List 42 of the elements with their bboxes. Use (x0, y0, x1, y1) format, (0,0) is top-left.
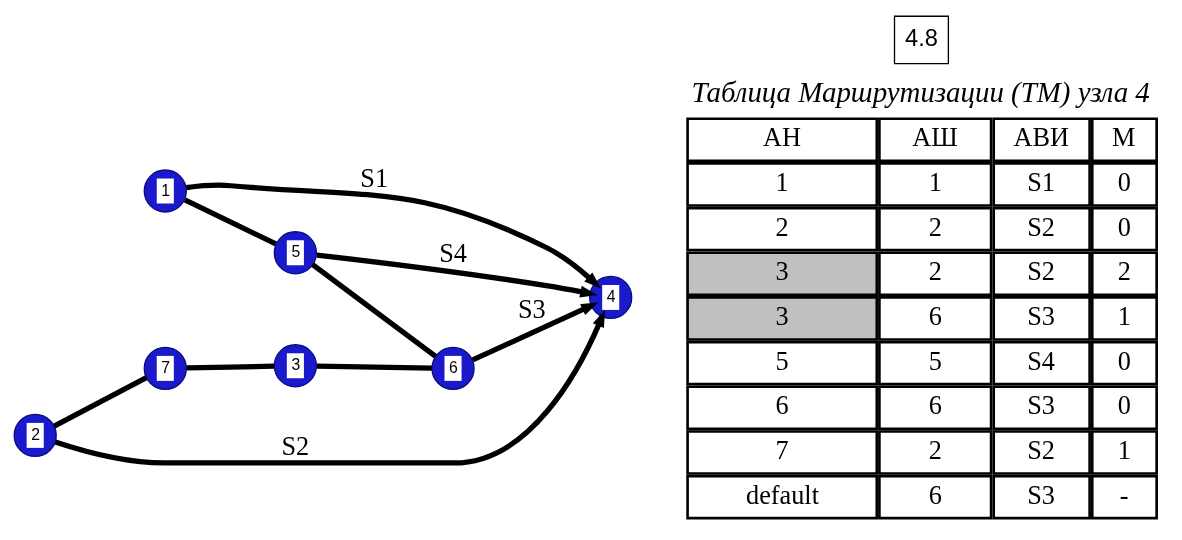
label: S2 (1027, 212, 1055, 242)
label: S2 (1027, 435, 1055, 465)
label: 5 (775, 346, 789, 376)
edge-label: S2 (281, 431, 310, 461)
label: S4 (1027, 346, 1055, 376)
label: 7 (775, 435, 789, 465)
label: 2 (928, 435, 942, 465)
label: default (746, 480, 819, 510)
edge-label: S3 (518, 294, 546, 324)
label: 6 (928, 390, 942, 420)
label: - (1119, 480, 1129, 510)
label: 0 (1117, 346, 1132, 376)
label: 0 (1117, 212, 1132, 242)
label: 1 (775, 167, 789, 197)
label: АВИ (1013, 122, 1069, 152)
label: 2 (1117, 256, 1132, 286)
label: АШ (912, 122, 958, 152)
label: АН (763, 122, 802, 152)
label: 6 (775, 390, 789, 420)
label: S2 (1027, 256, 1055, 286)
edge-label: S1 (360, 163, 389, 193)
label: М (1111, 122, 1136, 152)
label: 0 (1117, 167, 1132, 197)
label: 2 (928, 256, 942, 286)
label: S1 (1027, 167, 1055, 197)
label: 5 (928, 346, 942, 376)
label: 2 (928, 212, 942, 242)
label: 1 (1117, 435, 1132, 465)
label: 0 (1117, 390, 1132, 420)
label: S3 (1027, 301, 1055, 331)
label: S3 (1027, 480, 1055, 510)
label: S3 (1027, 390, 1055, 420)
label: Таблица Маршрутизации (ТМ) узла 4 (691, 75, 1150, 108)
label: 1 (1117, 301, 1132, 331)
label: 2 (775, 212, 789, 242)
label: 6 (928, 480, 942, 510)
label: 3 (775, 301, 789, 331)
label: 4.8 (905, 24, 938, 51)
label: 3 (775, 256, 789, 286)
edge-label: S4 (439, 238, 467, 268)
label: 1 (928, 167, 942, 197)
label: 6 (928, 301, 942, 331)
